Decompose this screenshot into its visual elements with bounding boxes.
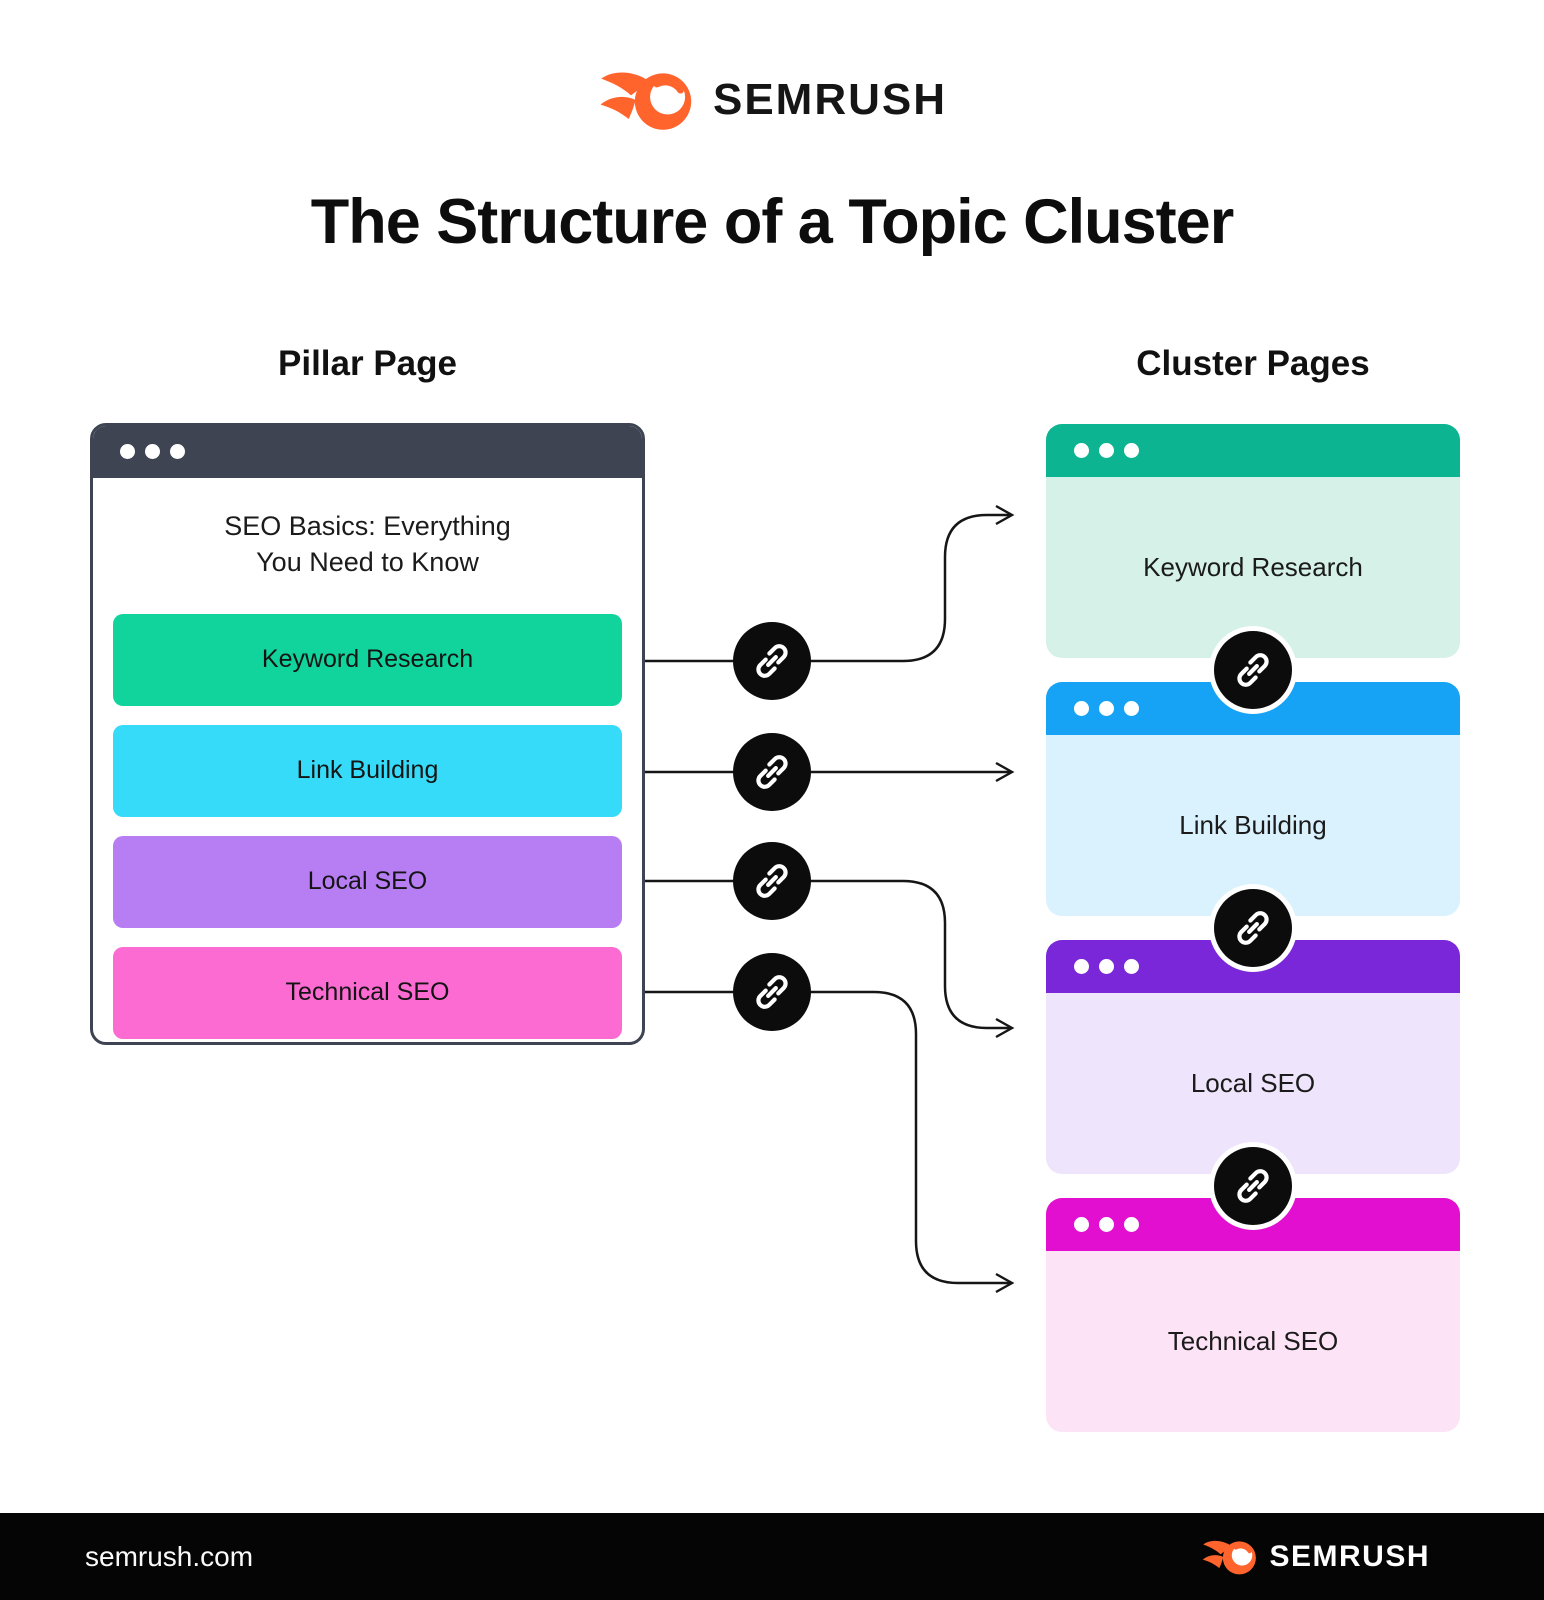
connector-technical-seo bbox=[645, 990, 1015, 1294]
cluster-page-window-keyword-research: Keyword Research bbox=[1046, 424, 1460, 658]
link-badge bbox=[1214, 631, 1292, 709]
link-badge bbox=[1214, 889, 1292, 967]
window-dot-icon bbox=[1074, 443, 1089, 458]
chain-link-icon bbox=[751, 751, 793, 793]
window-dots-icon bbox=[1074, 1217, 1139, 1232]
window-dot-icon bbox=[120, 444, 135, 459]
semrush-flame-icon bbox=[1201, 1538, 1259, 1576]
chain-link-icon bbox=[1232, 907, 1274, 949]
window-dot-icon bbox=[1124, 1217, 1139, 1232]
cluster-page-window-local-seo: Local SEO bbox=[1046, 940, 1460, 1174]
cluster-page-label: Link Building bbox=[1046, 735, 1460, 916]
cluster-page-window-link-building: Link Building bbox=[1046, 682, 1460, 916]
link-badge bbox=[733, 842, 811, 920]
window-dot-icon bbox=[1074, 701, 1089, 716]
window-dot-icon bbox=[1124, 443, 1139, 458]
cluster-page-label: Local SEO bbox=[1046, 993, 1460, 1174]
window-dot-icon bbox=[1124, 959, 1139, 974]
chain-link-icon bbox=[1232, 1165, 1274, 1207]
footer-brand-wordmark: SEMRUSH bbox=[1269, 1539, 1430, 1573]
chain-link-icon bbox=[751, 640, 793, 682]
chain-link-icon bbox=[751, 860, 793, 902]
window-dot-icon bbox=[1099, 443, 1114, 458]
pillar-page-window: SEO Basics: Everything You Need to Know … bbox=[90, 423, 645, 1045]
window-dot-icon bbox=[1099, 959, 1114, 974]
pillar-article-title: SEO Basics: Everything You Need to Know bbox=[93, 509, 642, 581]
window-dots-icon bbox=[1074, 443, 1139, 458]
pillar-topic-link-building: Link Building bbox=[113, 724, 622, 817]
page-title: The Structure of a Topic Cluster bbox=[310, 187, 1234, 257]
cluster-page-window-technical-seo: Technical SEO bbox=[1046, 1198, 1460, 1432]
window-dot-icon bbox=[170, 444, 185, 459]
pillar-topic-list: Keyword Research Link Building Local SEO… bbox=[93, 581, 642, 1039]
chain-link-icon bbox=[1232, 649, 1274, 691]
pillar-topic-local-seo: Local SEO bbox=[113, 835, 622, 928]
cluster-page-label: Technical SEO bbox=[1046, 1251, 1460, 1432]
footer-bar: semrush.com SEMRUSH bbox=[0, 1513, 1544, 1600]
link-badge bbox=[733, 622, 811, 700]
cluster-window-header bbox=[1046, 424, 1460, 477]
connector-keyword-research bbox=[645, 504, 1015, 663]
chain-link-icon bbox=[751, 971, 793, 1013]
pillar-article-title-line2: You Need to Know bbox=[256, 546, 479, 577]
pillar-column-label: Pillar Page bbox=[278, 344, 457, 383]
window-dot-icon bbox=[1099, 1217, 1114, 1232]
semrush-flame-icon bbox=[597, 68, 697, 132]
link-badge bbox=[733, 733, 811, 811]
window-dot-icon bbox=[1074, 1217, 1089, 1232]
link-badge bbox=[733, 953, 811, 1031]
brand-header: SEMRUSH bbox=[0, 68, 1544, 132]
window-dot-icon bbox=[145, 444, 160, 459]
pillar-article-title-line1: SEO Basics: Everything bbox=[224, 511, 511, 541]
footer-brand: SEMRUSH bbox=[1201, 1538, 1430, 1576]
clusters-column-label: Cluster Pages bbox=[1136, 344, 1370, 383]
pillar-window-header bbox=[93, 426, 642, 478]
window-dots-icon bbox=[1074, 701, 1139, 716]
brand-wordmark: SEMRUSH bbox=[712, 75, 948, 124]
link-badge bbox=[1214, 1147, 1292, 1225]
footer-site-url: semrush.com bbox=[85, 1540, 254, 1572]
window-dots-icon bbox=[120, 444, 185, 459]
window-dot-icon bbox=[1074, 959, 1089, 974]
pillar-topic-technical-seo: Technical SEO bbox=[113, 946, 622, 1039]
cluster-page-label: Keyword Research bbox=[1046, 477, 1460, 658]
window-dot-icon bbox=[1124, 701, 1139, 716]
pillar-topic-keyword-research: Keyword Research bbox=[113, 613, 622, 706]
connector-local-seo bbox=[645, 879, 1015, 1039]
window-dots-icon bbox=[1074, 959, 1139, 974]
window-dot-icon bbox=[1099, 701, 1114, 716]
